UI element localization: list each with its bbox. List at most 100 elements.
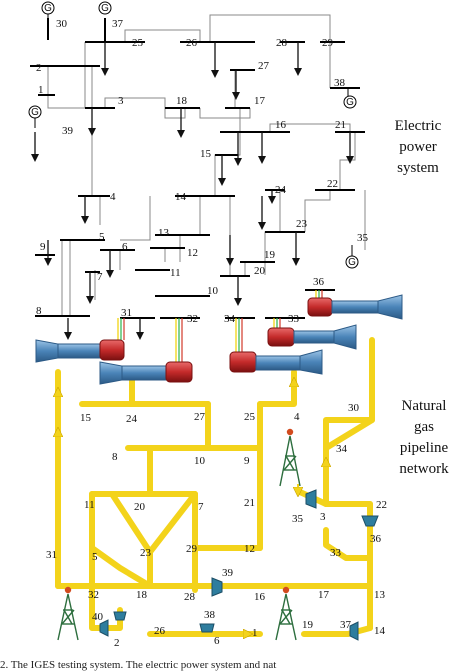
bus-label: 33: [288, 313, 300, 325]
title-line: system: [397, 160, 439, 176]
bus-label: 34: [224, 313, 236, 325]
node-label: 28: [184, 591, 196, 603]
title-line: power: [399, 139, 437, 155]
compressor-38: [199, 623, 215, 633]
node-label: 10: [194, 455, 206, 467]
node-label: 18: [136, 589, 148, 601]
node-label: 37: [340, 619, 352, 631]
gas-well-35: [279, 428, 301, 487]
power-buses: [30, 18, 365, 319]
node-label: 25: [244, 411, 256, 423]
generator-38: G: [343, 88, 357, 109]
node-label: 38: [204, 609, 216, 621]
bus-label: 37: [112, 18, 124, 30]
bus-label: 25: [132, 37, 144, 49]
gas-well-19: [275, 586, 297, 641]
gas-unit-4: [267, 324, 357, 350]
bus-label: 16: [275, 119, 287, 131]
node-label: 3: [320, 511, 326, 523]
compressor-35: [305, 489, 317, 509]
node-label: 23: [140, 547, 152, 559]
compressor-39: [211, 577, 223, 597]
compressors: [99, 489, 379, 641]
title-line: network: [399, 461, 449, 477]
node-label: 27: [194, 411, 206, 423]
bus-label: 18: [176, 95, 188, 107]
bus-label: 26: [186, 37, 198, 49]
bus-label: 11: [170, 267, 181, 279]
bus-label: 29: [322, 37, 334, 49]
svg-text:G: G: [44, 3, 52, 14]
bus-label: 8: [36, 305, 42, 317]
node-label: 1: [252, 627, 258, 639]
gas-wells: [57, 428, 301, 641]
node-label: 5: [92, 551, 98, 563]
node-label: 7: [198, 501, 204, 513]
power-bus-labels: 30 37 25 26 28 29 2 27 38 1 39 3 18 17 1…: [36, 18, 369, 325]
bus-label: 3: [118, 95, 124, 107]
bus-label: 39: [62, 125, 74, 137]
title-line: gas: [414, 419, 434, 435]
title-line: pipeline: [400, 440, 449, 456]
svg-text:G: G: [346, 97, 354, 108]
coupling-wires: [117, 290, 323, 362]
svg-text:G: G: [31, 107, 39, 118]
svg-text:G: G: [101, 3, 109, 14]
node-label: 2: [114, 637, 120, 649]
node-label: 34: [336, 443, 348, 455]
compressor-36: [361, 515, 379, 527]
node-label: 4: [294, 411, 300, 423]
title-line: Natural: [402, 398, 447, 414]
bus-label: 32: [187, 313, 198, 325]
generator-37: G: [98, 1, 112, 15]
node-label: 11: [84, 499, 95, 511]
node-label: 39: [222, 567, 234, 579]
node-label: 33: [330, 547, 342, 559]
generator-39: G: [28, 105, 42, 128]
node-label: 36: [370, 533, 382, 545]
electric-system-title: Electric power system: [395, 118, 442, 176]
bus-label: 5: [99, 231, 105, 243]
bus-label: 1: [38, 84, 44, 96]
bus-label: 21: [335, 119, 346, 131]
node-label: 29: [186, 543, 198, 555]
gas-node-labels: 15 24 27 25 4 30 8 10 9 34 11 20 7 21 35…: [46, 402, 387, 649]
node-label: 30: [348, 402, 360, 414]
node-label: 15: [80, 412, 92, 424]
bus-label: 6: [122, 241, 128, 253]
gas-well-2: [57, 586, 79, 641]
bus-label: 23: [296, 218, 308, 230]
load-arrows: [31, 42, 354, 340]
gas-fired-units: [35, 294, 403, 385]
bus-label: 17: [254, 95, 266, 107]
node-label: 24: [126, 413, 138, 425]
node-label: 32: [88, 589, 99, 601]
power-lines: [47, 14, 366, 316]
node-label: 12: [244, 543, 255, 555]
node-label: 13: [374, 589, 386, 601]
node-label: 26: [154, 625, 166, 637]
compressor-40: [113, 611, 127, 621]
node-label: 9: [244, 455, 250, 467]
bus-label: 15: [200, 148, 212, 160]
node-label: 19: [302, 619, 314, 631]
bus-label: 13: [158, 227, 170, 239]
compressor-37: [349, 621, 359, 641]
bus-label: 24: [275, 184, 287, 196]
bus-label: 14: [175, 191, 187, 203]
gas-unit-5: [307, 294, 403, 320]
node-label: 14: [374, 625, 386, 637]
gas-unit-2: [99, 361, 193, 385]
node-label: 16: [254, 591, 266, 603]
generator-30: G: [41, 1, 55, 18]
node-label: 21: [244, 497, 255, 509]
node-label: 35: [292, 513, 304, 525]
gas-flow-arrows: [58, 382, 326, 634]
bus-label: 10: [207, 285, 219, 297]
gas-network-title: Natural gas pipeline network: [399, 398, 449, 477]
gas-unit-3: [229, 349, 323, 375]
bus-label: 30: [56, 18, 68, 30]
gas-unit-1: [35, 339, 125, 363]
bus-label: 12: [187, 247, 198, 259]
